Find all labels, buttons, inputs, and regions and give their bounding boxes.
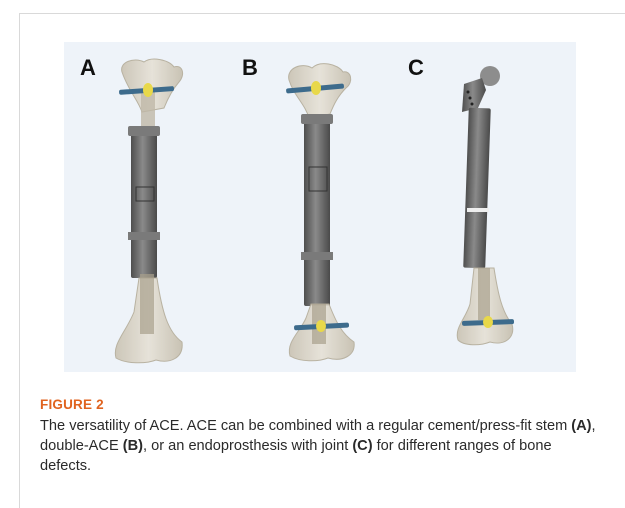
panel-label-b: B bbox=[242, 55, 258, 81]
left-rule bbox=[19, 13, 20, 508]
caption-label-b: (B) bbox=[123, 438, 143, 454]
panel-label-a: A bbox=[80, 55, 96, 81]
caption-text-1: The versatility of ACE. ACE can be combi… bbox=[40, 418, 571, 434]
top-rule bbox=[19, 13, 625, 14]
caption-label-a: (A) bbox=[571, 418, 591, 434]
caption-label-c: (C) bbox=[352, 438, 372, 454]
figure-caption: The versatility of ACE. ACE can be combi… bbox=[40, 416, 600, 476]
femur-implant-illustration bbox=[64, 42, 576, 372]
panel-label-c: C bbox=[408, 55, 424, 81]
panel-b-femur bbox=[286, 64, 354, 361]
caption-text-3: , or an endoprosthesis with joint bbox=[143, 438, 352, 454]
panel-c-endoprosthesis bbox=[457, 66, 514, 345]
panel-a-femur bbox=[115, 59, 182, 363]
figure-title: FIGURE 2 bbox=[40, 397, 104, 412]
